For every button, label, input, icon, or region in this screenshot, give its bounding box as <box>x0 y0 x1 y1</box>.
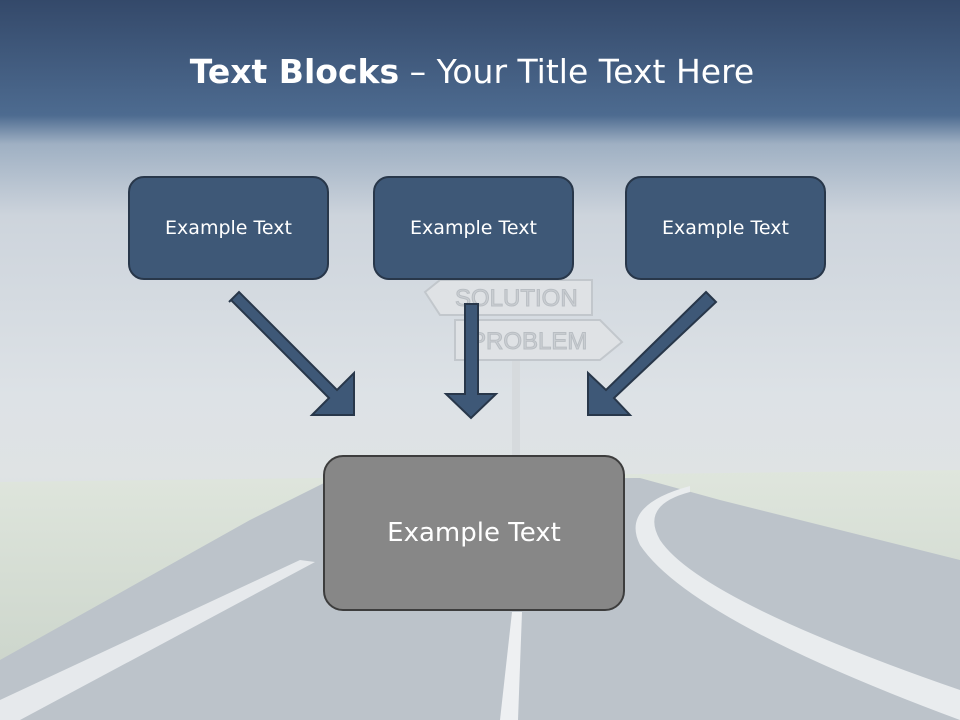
text-block-1-label: Example Text <box>165 217 292 239</box>
problem-sign-text: PROBLEM <box>470 328 587 355</box>
title-bold: Text Blocks <box>189 52 400 91</box>
arrow-left <box>228 290 355 416</box>
slide-title: Text Blocks – Your Title Text Here <box>0 52 944 91</box>
text-block-2: Example Text <box>373 176 574 280</box>
arrow-right <box>587 290 718 416</box>
title-dash: – <box>409 52 427 91</box>
problem-sign <box>454 319 624 361</box>
arrow-center <box>443 303 499 420</box>
main-text-block: Example Text <box>323 455 625 611</box>
text-block-3-label: Example Text <box>662 217 789 239</box>
sign-post <box>512 355 520 465</box>
text-block-2-label: Example Text <box>410 217 537 239</box>
title-rest: Your Title Text Here <box>436 52 755 91</box>
text-block-3: Example Text <box>625 176 826 280</box>
text-block-1: Example Text <box>128 176 329 280</box>
main-text-block-label: Example Text <box>387 518 561 548</box>
